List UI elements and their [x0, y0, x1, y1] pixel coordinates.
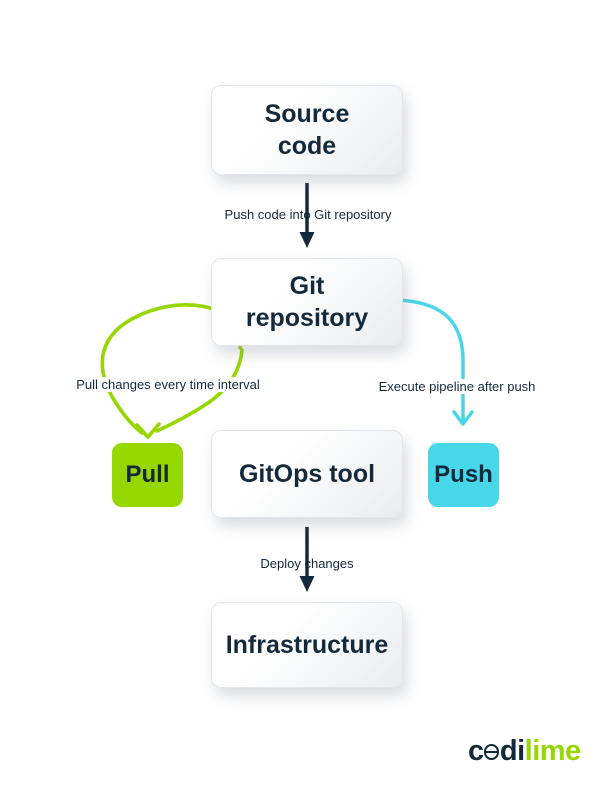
- logo-text-di: di: [499, 735, 525, 767]
- edge-label-execute-pipeline: Execute pipeline after push: [375, 379, 539, 394]
- node-infrastructure: Infrastructure: [211, 602, 403, 688]
- edge-label-pull-changes: Pull changes every time interval: [73, 377, 263, 392]
- node-push: Push: [428, 443, 499, 507]
- execute-pipeline-arrow: [396, 298, 474, 426]
- node-pull: Pull: [112, 443, 183, 507]
- node-git-repository: Git repository: [211, 258, 403, 346]
- logo-text-c: c: [468, 735, 484, 767]
- push-code-arrow: [299, 183, 315, 248]
- logo-text-lime: lime: [524, 735, 582, 767]
- node-gitops-tool: GitOps tool: [211, 430, 403, 518]
- logo-barred-o-icon: [484, 744, 500, 760]
- edge-label-push-code: Push code into Git repository: [224, 207, 392, 222]
- deploy-changes-arrow: [299, 527, 315, 592]
- node-source-code: Source code: [211, 85, 403, 175]
- edge-label-deploy-changes: Deploy changes: [260, 556, 354, 571]
